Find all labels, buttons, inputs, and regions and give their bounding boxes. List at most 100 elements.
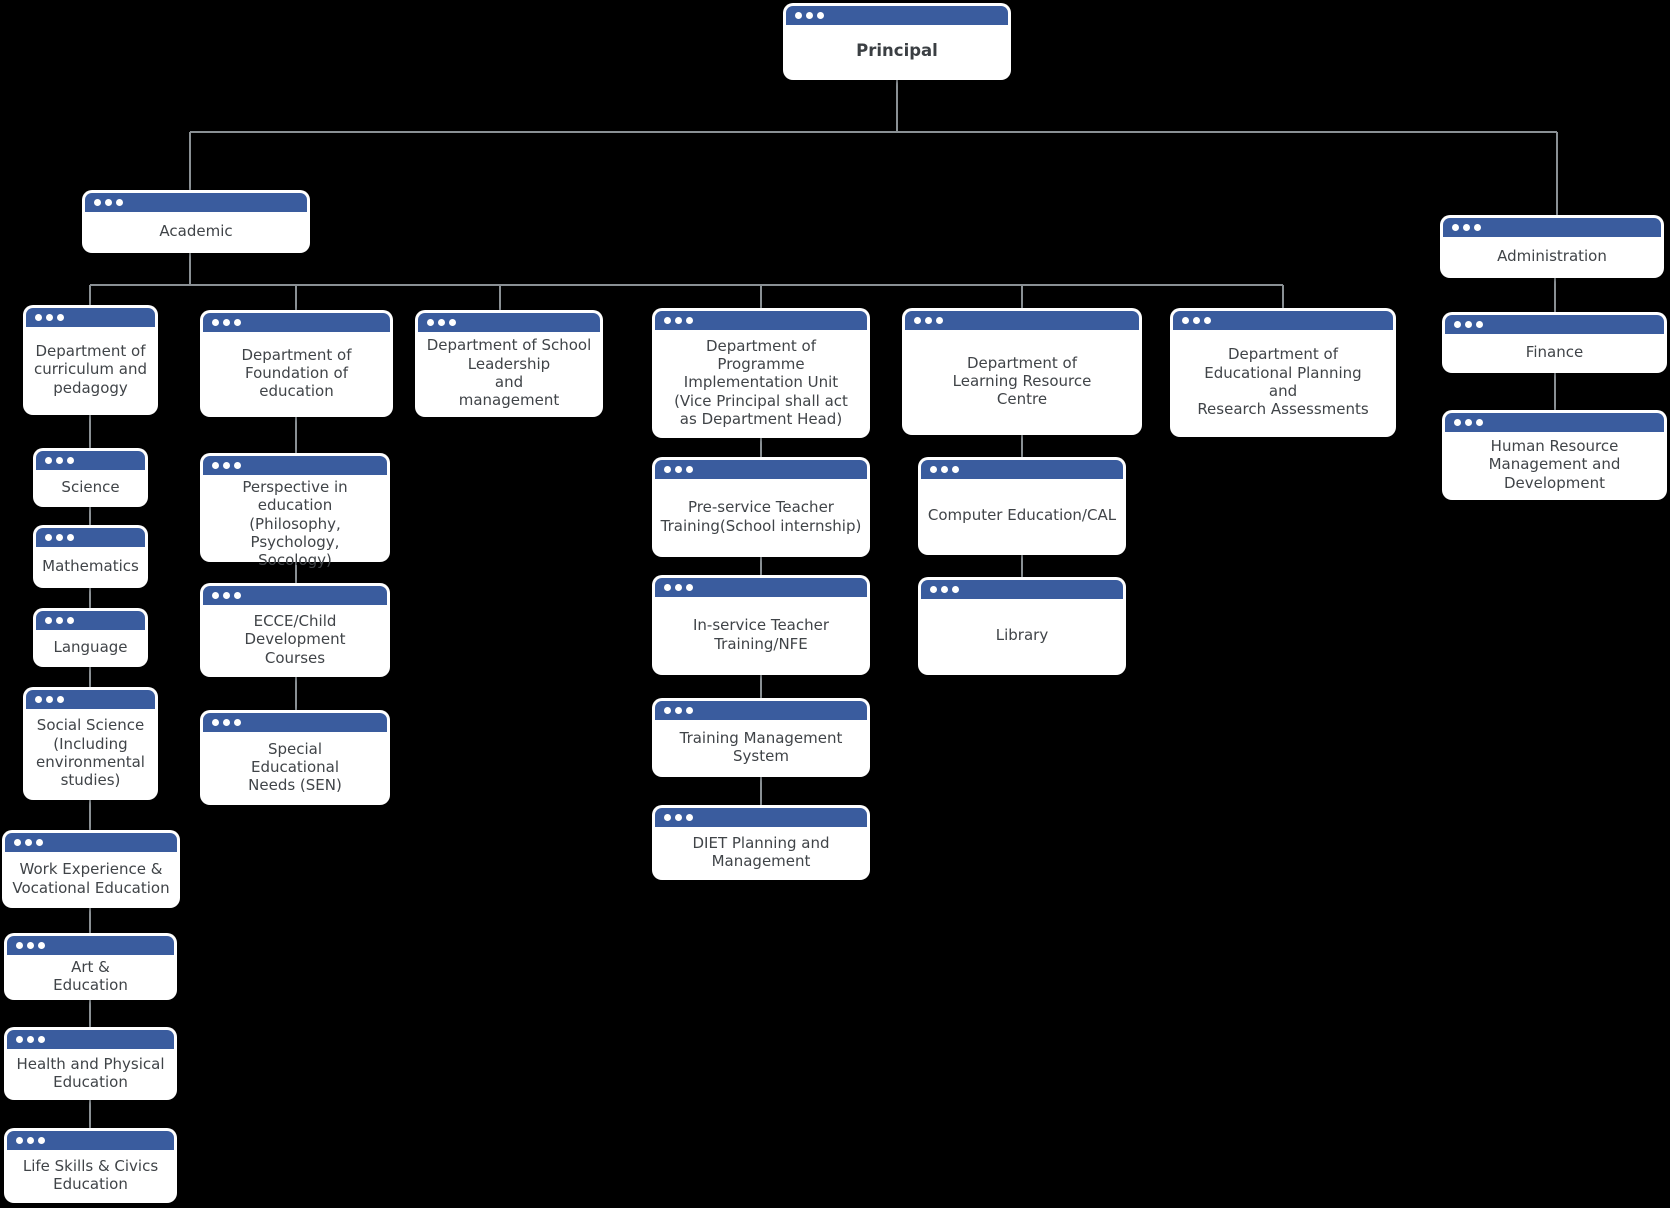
window-dot-icon (1193, 317, 1200, 324)
node-label: Perspective in education (Philosophy, Ps… (242, 478, 348, 570)
window-dot-icon (46, 696, 53, 703)
node-health-physical-education: Health and Physical Education (4, 1027, 177, 1100)
node-dept-learning-resource: Department of Learning Resource Centre (902, 308, 1142, 435)
node-label: Department of Learning Resource Centre (952, 353, 1092, 409)
node-dept-programme-implementation: Department of Programme Implementation U… (652, 308, 870, 438)
window-dot-icon (212, 592, 219, 599)
window-titlebar (203, 586, 387, 605)
window-titlebar (7, 936, 174, 955)
window-titlebar (7, 1030, 174, 1049)
window-titlebar (36, 528, 145, 547)
window-dot-icon (57, 314, 64, 321)
window-dot-icon (45, 617, 52, 624)
window-titlebar (905, 311, 1139, 330)
node-label: Art & Education (53, 958, 128, 995)
window-dot-icon (795, 12, 802, 19)
node-dept-educational-planning: Department of Educational Planning and R… (1170, 308, 1396, 437)
window-dot-icon (664, 317, 671, 324)
window-dot-icon (16, 1036, 23, 1043)
node-perspective-education: Perspective in education (Philosophy, Ps… (200, 453, 390, 569)
node-label: Department of School Leadership and mana… (426, 336, 592, 410)
node-administration: Administration (1440, 215, 1664, 278)
window-titlebar (786, 6, 1008, 25)
window-dot-icon (38, 1036, 45, 1043)
node-label: Science (61, 477, 120, 496)
window-dot-icon (116, 199, 123, 206)
node-label: Department of curriculum and pedagogy (33, 342, 148, 397)
node-label: Human Resource Management and Developmen… (1488, 437, 1621, 492)
window-dot-icon (234, 319, 241, 326)
window-dot-icon (952, 586, 959, 593)
node-academic: Academic (82, 190, 310, 253)
window-dot-icon (936, 317, 943, 324)
node-label: Health and Physical Education (16, 1054, 165, 1091)
window-dot-icon (941, 586, 948, 593)
window-dot-icon (675, 584, 682, 591)
node-label: In-service Teacher Training/NFE (692, 616, 830, 653)
window-dot-icon (686, 814, 693, 821)
node-human-resource: Human Resource Management and Developmen… (1442, 410, 1667, 500)
window-dot-icon (930, 466, 937, 473)
window-dot-icon (675, 814, 682, 821)
window-titlebar (418, 313, 600, 332)
window-dot-icon (686, 466, 693, 473)
window-dot-icon (212, 719, 219, 726)
node-finance: Finance (1442, 312, 1667, 373)
window-titlebar (655, 311, 867, 330)
window-dot-icon (675, 707, 682, 714)
window-dot-icon (56, 617, 63, 624)
window-dot-icon (94, 199, 101, 206)
node-label: Academic (159, 221, 233, 240)
node-label: Finance (1525, 342, 1584, 361)
window-dot-icon (212, 462, 219, 469)
window-dot-icon (664, 707, 671, 714)
window-dot-icon (952, 466, 959, 473)
node-label: DIET Planning and Management (692, 833, 830, 870)
window-dot-icon (36, 839, 43, 846)
window-dot-icon (664, 584, 671, 591)
window-dot-icon (105, 199, 112, 206)
window-dot-icon (38, 942, 45, 949)
node-label: Social Science (Including environmental … (36, 716, 145, 790)
node-work-experience: Work Experience & Vocational Education (2, 830, 180, 908)
node-language: Language (33, 608, 148, 667)
window-dot-icon (16, 942, 23, 949)
node-label: Administration (1497, 246, 1607, 265)
window-dot-icon (212, 319, 219, 326)
window-dot-icon (675, 466, 682, 473)
window-dot-icon (223, 592, 230, 599)
window-dot-icon (46, 314, 53, 321)
window-dot-icon (664, 466, 671, 473)
window-dot-icon (1476, 419, 1483, 426)
window-dot-icon (45, 457, 52, 464)
window-dot-icon (1454, 321, 1461, 328)
node-label: Library (995, 626, 1049, 645)
node-pre-service-training: Pre-service Teacher Training(School inte… (652, 457, 870, 557)
window-dot-icon (449, 319, 456, 326)
node-label: Training Management System (679, 728, 843, 765)
node-library: Library (918, 577, 1126, 675)
window-dot-icon (27, 1137, 34, 1144)
window-dot-icon (234, 719, 241, 726)
window-titlebar (655, 701, 867, 720)
node-social-science: Social Science (Including environmental … (23, 687, 158, 800)
node-label: Life Skills & Civics Education (22, 1156, 159, 1193)
node-dept-curriculum-pedagogy: Department of curriculum and pedagogy (23, 305, 158, 415)
window-titlebar (655, 460, 867, 479)
window-dot-icon (16, 1137, 23, 1144)
window-dot-icon (675, 317, 682, 324)
window-titlebar (203, 713, 387, 732)
window-dot-icon (925, 317, 932, 324)
window-dot-icon (686, 584, 693, 591)
window-dot-icon (1474, 224, 1481, 231)
window-titlebar (655, 808, 867, 827)
window-dot-icon (25, 839, 32, 846)
window-titlebar (921, 460, 1123, 479)
node-label: Work Experience & Vocational Education (12, 860, 170, 897)
window-dot-icon (223, 462, 230, 469)
window-dot-icon (38, 1137, 45, 1144)
window-dot-icon (1182, 317, 1189, 324)
node-label: Computer Education/CAL (927, 506, 1117, 525)
window-dot-icon (234, 592, 241, 599)
